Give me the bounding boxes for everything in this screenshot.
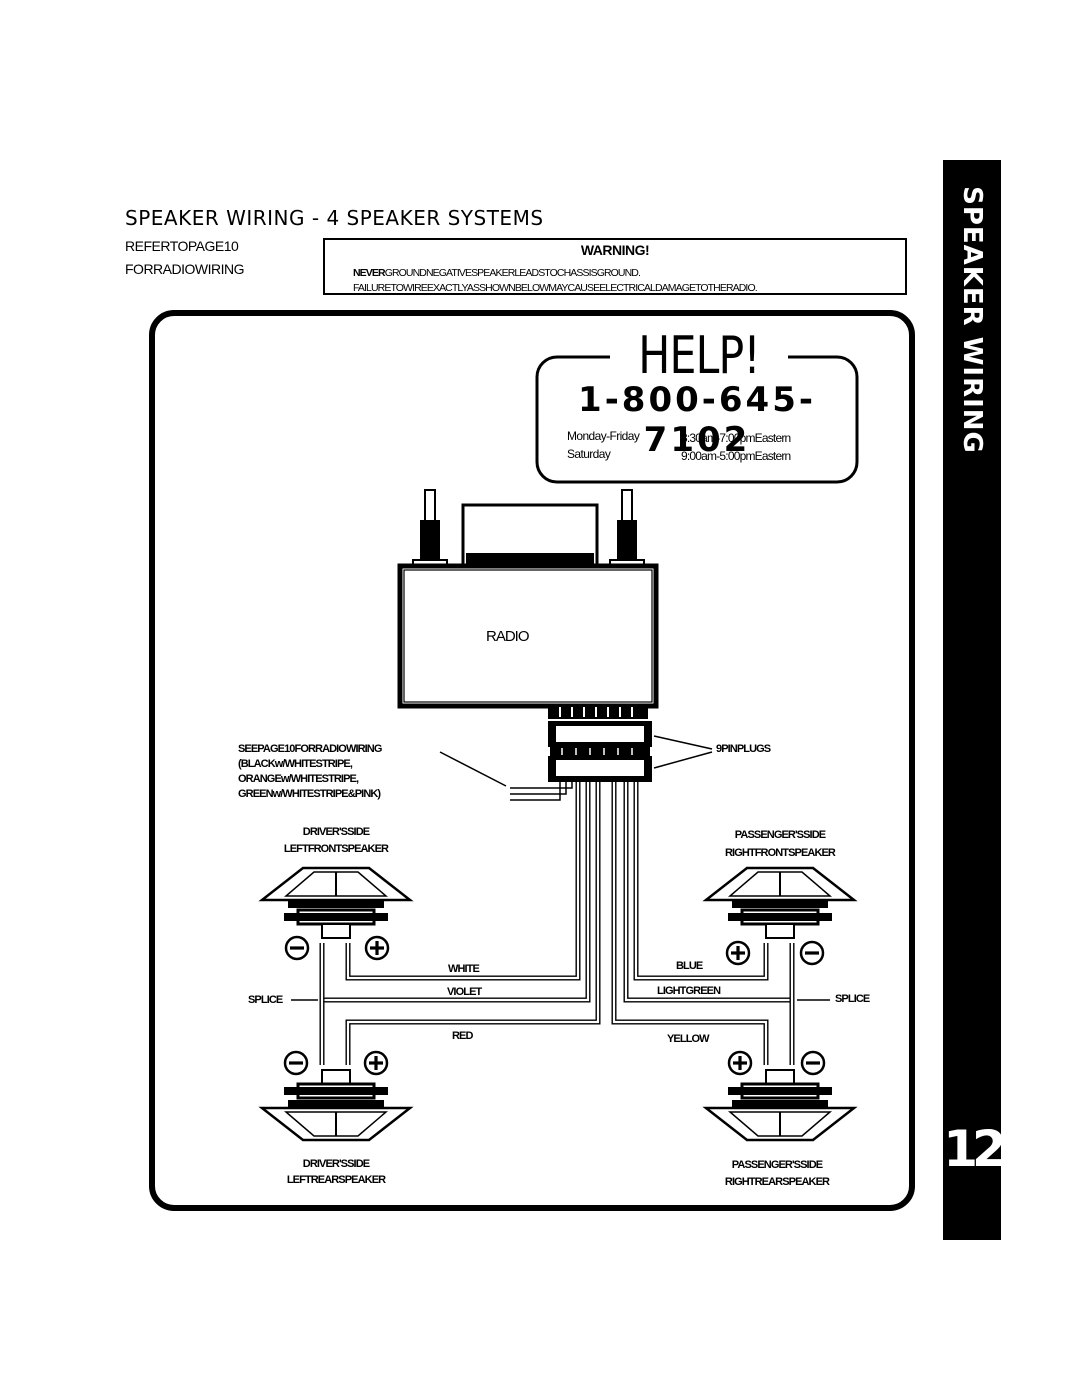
lf-speaker-side: DRIVER'SSIDE bbox=[302, 826, 370, 838]
warning-line2: FAILURETOWIREEXACTLYASSHOWNBELOWMAYCAUSE… bbox=[353, 282, 758, 294]
right-rear-speaker bbox=[704, 1068, 856, 1142]
help-hours-time-1: 8:30am-7:00pmEastern bbox=[681, 431, 791, 445]
help-hours-day-2: Saturday bbox=[567, 447, 611, 461]
help-phone: 1-800-645-7102 bbox=[578, 380, 816, 460]
radio-wiring-note-4: GREENw/WHITESTRIPE&PINK) bbox=[238, 788, 381, 800]
lr-speaker-name: LEFTREARSPEAKER bbox=[286, 1174, 386, 1186]
lr-speaker-side: DRIVER'SSIDE bbox=[302, 1158, 370, 1170]
rr-speaker-side: PASSENGER'SSIDE bbox=[731, 1159, 823, 1171]
right-post-thread bbox=[617, 520, 637, 562]
rr-speaker-name: RIGHTREARSPEAKER bbox=[724, 1176, 830, 1188]
help-title-gap bbox=[610, 338, 788, 378]
warning-title: WARNING! bbox=[580, 242, 650, 258]
left-front-speaker bbox=[260, 866, 412, 940]
wire-lightgreen-label: LIGHTGREEN bbox=[657, 985, 721, 997]
radio-body bbox=[397, 563, 659, 709]
lf-speaker-name: LEFTFRONTSPEAKER bbox=[283, 843, 389, 855]
radio-wiring-note-1: SEEPAGE10FORRADIOWIRING bbox=[238, 743, 382, 755]
plugs-label: 9PINPLUGS bbox=[716, 743, 771, 755]
help-title: HELP! bbox=[638, 326, 760, 386]
wire-yellow-label: YELLOW bbox=[667, 1033, 710, 1045]
page-number: 12 bbox=[943, 1120, 1007, 1178]
help-hours-day-1: Monday-Friday bbox=[567, 429, 640, 443]
warning-box: WARNING! NEVERGROUNDNEGATIVESPEAKERLEADS… bbox=[323, 238, 907, 295]
rf-speaker-side: PASSENGER'SSIDE bbox=[734, 829, 826, 841]
page-title: SPEAKER WIRING - 4 SPEAKER SYSTEMS bbox=[125, 206, 544, 230]
left-rear-speaker bbox=[260, 1068, 412, 1142]
right-post bbox=[621, 489, 633, 526]
rr-plus-icon bbox=[727, 1050, 753, 1076]
radio-wiring-note-3: ORANGEw/WHITESTRIPE, bbox=[238, 773, 359, 785]
wire-red-label: RED bbox=[452, 1030, 473, 1042]
splice-left-label: SPLICE bbox=[248, 994, 283, 1006]
left-post bbox=[424, 489, 436, 526]
rf-minus-icon bbox=[799, 940, 825, 966]
warning-never: NEVER bbox=[353, 267, 386, 279]
rf-plus-icon bbox=[725, 940, 751, 966]
radio-label: RADIO bbox=[486, 628, 530, 645]
refer-note-line1: REFERTOPAGE10 bbox=[125, 238, 239, 254]
rf-speaker-name: RIGHTFRONTSPEAKER bbox=[725, 847, 836, 859]
splice-right-label: SPLICE bbox=[835, 993, 870, 1005]
refer-note-line2: FORRADIOWIRING bbox=[125, 261, 245, 277]
lr-minus-icon bbox=[283, 1050, 309, 1076]
wire-white-label: WHITE bbox=[448, 963, 480, 975]
sidebar-tab bbox=[943, 160, 1001, 1240]
left-post-thread bbox=[420, 520, 440, 562]
rr-minus-icon bbox=[800, 1050, 826, 1076]
diagram-frame bbox=[149, 310, 915, 1211]
warning-line1: NEVERGROUNDNEGATIVESPEAKERLEADSTOCHASSIS… bbox=[353, 267, 641, 279]
help-hours-time-2: 9:00am-5:00pmEastern bbox=[681, 449, 791, 463]
right-front-speaker bbox=[704, 866, 856, 940]
wire-violet-label: VIOLET bbox=[447, 986, 482, 998]
wire-blue-label: BLUE bbox=[676, 960, 703, 972]
radio-wiring-note-2: (BLACKw/WHITESTRIPE, bbox=[238, 758, 353, 770]
warning-line1-rest: GROUNDNEGATIVESPEAKERLEADSTOCHASSISGROUN… bbox=[384, 267, 641, 279]
lf-minus-icon bbox=[284, 935, 310, 961]
lr-plus-icon bbox=[363, 1050, 389, 1076]
lf-plus-icon bbox=[364, 935, 390, 961]
